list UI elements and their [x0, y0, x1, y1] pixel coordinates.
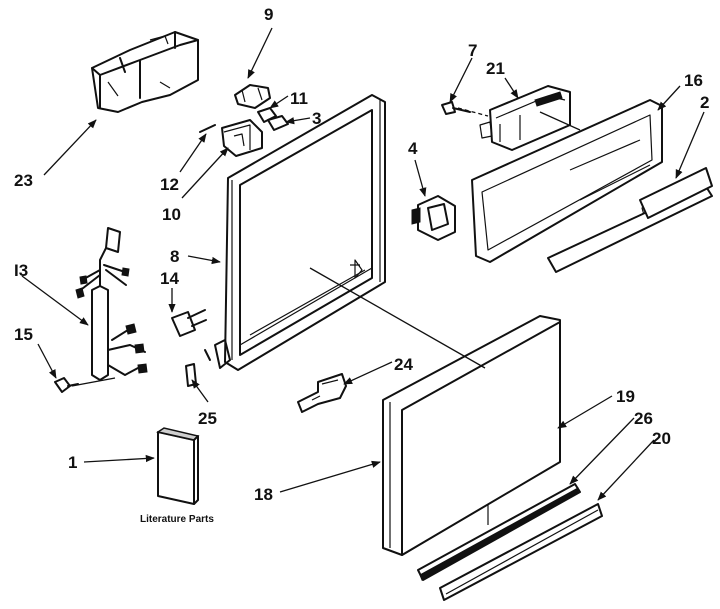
- callout-10: 10: [162, 205, 181, 224]
- callout-16: 16: [684, 71, 703, 90]
- callout-20: 20: [652, 429, 671, 448]
- callout-12: 12: [160, 175, 179, 194]
- part-23-bracket: [91, 31, 199, 113]
- part-12-pin: [199, 124, 216, 133]
- callout-arrows: [21, 27, 705, 501]
- part-1-literature: [156, 427, 200, 505]
- callout-14: 14: [160, 269, 179, 288]
- callout-13: I3: [14, 261, 28, 280]
- callout-4: 4: [408, 139, 418, 158]
- callout-1: 1: [68, 453, 77, 472]
- part-20-kick-strip: [439, 503, 603, 601]
- callout-23: 23: [14, 171, 33, 190]
- part-7-screw: [441, 101, 471, 115]
- part-21-control-module: [479, 85, 571, 151]
- part-26-lower-trim: [417, 483, 581, 581]
- part-24-handle: [297, 373, 347, 413]
- callout-21: 21: [486, 59, 505, 78]
- callout-3: 3: [312, 109, 321, 128]
- callout-9: 9: [264, 5, 273, 24]
- literature-caption: Literature Parts: [140, 514, 214, 525]
- part-8-door-frame: [204, 94, 386, 371]
- part-11-clip: [257, 107, 277, 123]
- part-13-wire-harness: [75, 227, 148, 381]
- part-14-switch: [171, 309, 207, 337]
- part-19-door-panel: [382, 315, 561, 556]
- callout-25: 25: [198, 409, 217, 428]
- callout-labels: 9 11 3 12 10 23 8 I3 14 15 25 24 4 7 21 …: [14, 5, 709, 525]
- part-9-bracket: [234, 84, 271, 109]
- callout-26: 26: [634, 409, 653, 428]
- callout-19: 19: [616, 387, 635, 406]
- part-2-trim-strip: [547, 167, 713, 273]
- part-10-latch: [221, 119, 263, 157]
- callout-18: 18: [254, 485, 273, 504]
- callout-8: 8: [170, 247, 179, 266]
- callout-15: 15: [14, 325, 33, 344]
- part-15-screw: [54, 377, 79, 393]
- assembly-lines: [71, 107, 581, 387]
- callout-24: 24: [394, 355, 413, 374]
- part-4-selector: [411, 195, 456, 241]
- callout-2: 2: [700, 93, 709, 112]
- callout-7: 7: [468, 41, 477, 60]
- callout-11: 11: [290, 89, 308, 108]
